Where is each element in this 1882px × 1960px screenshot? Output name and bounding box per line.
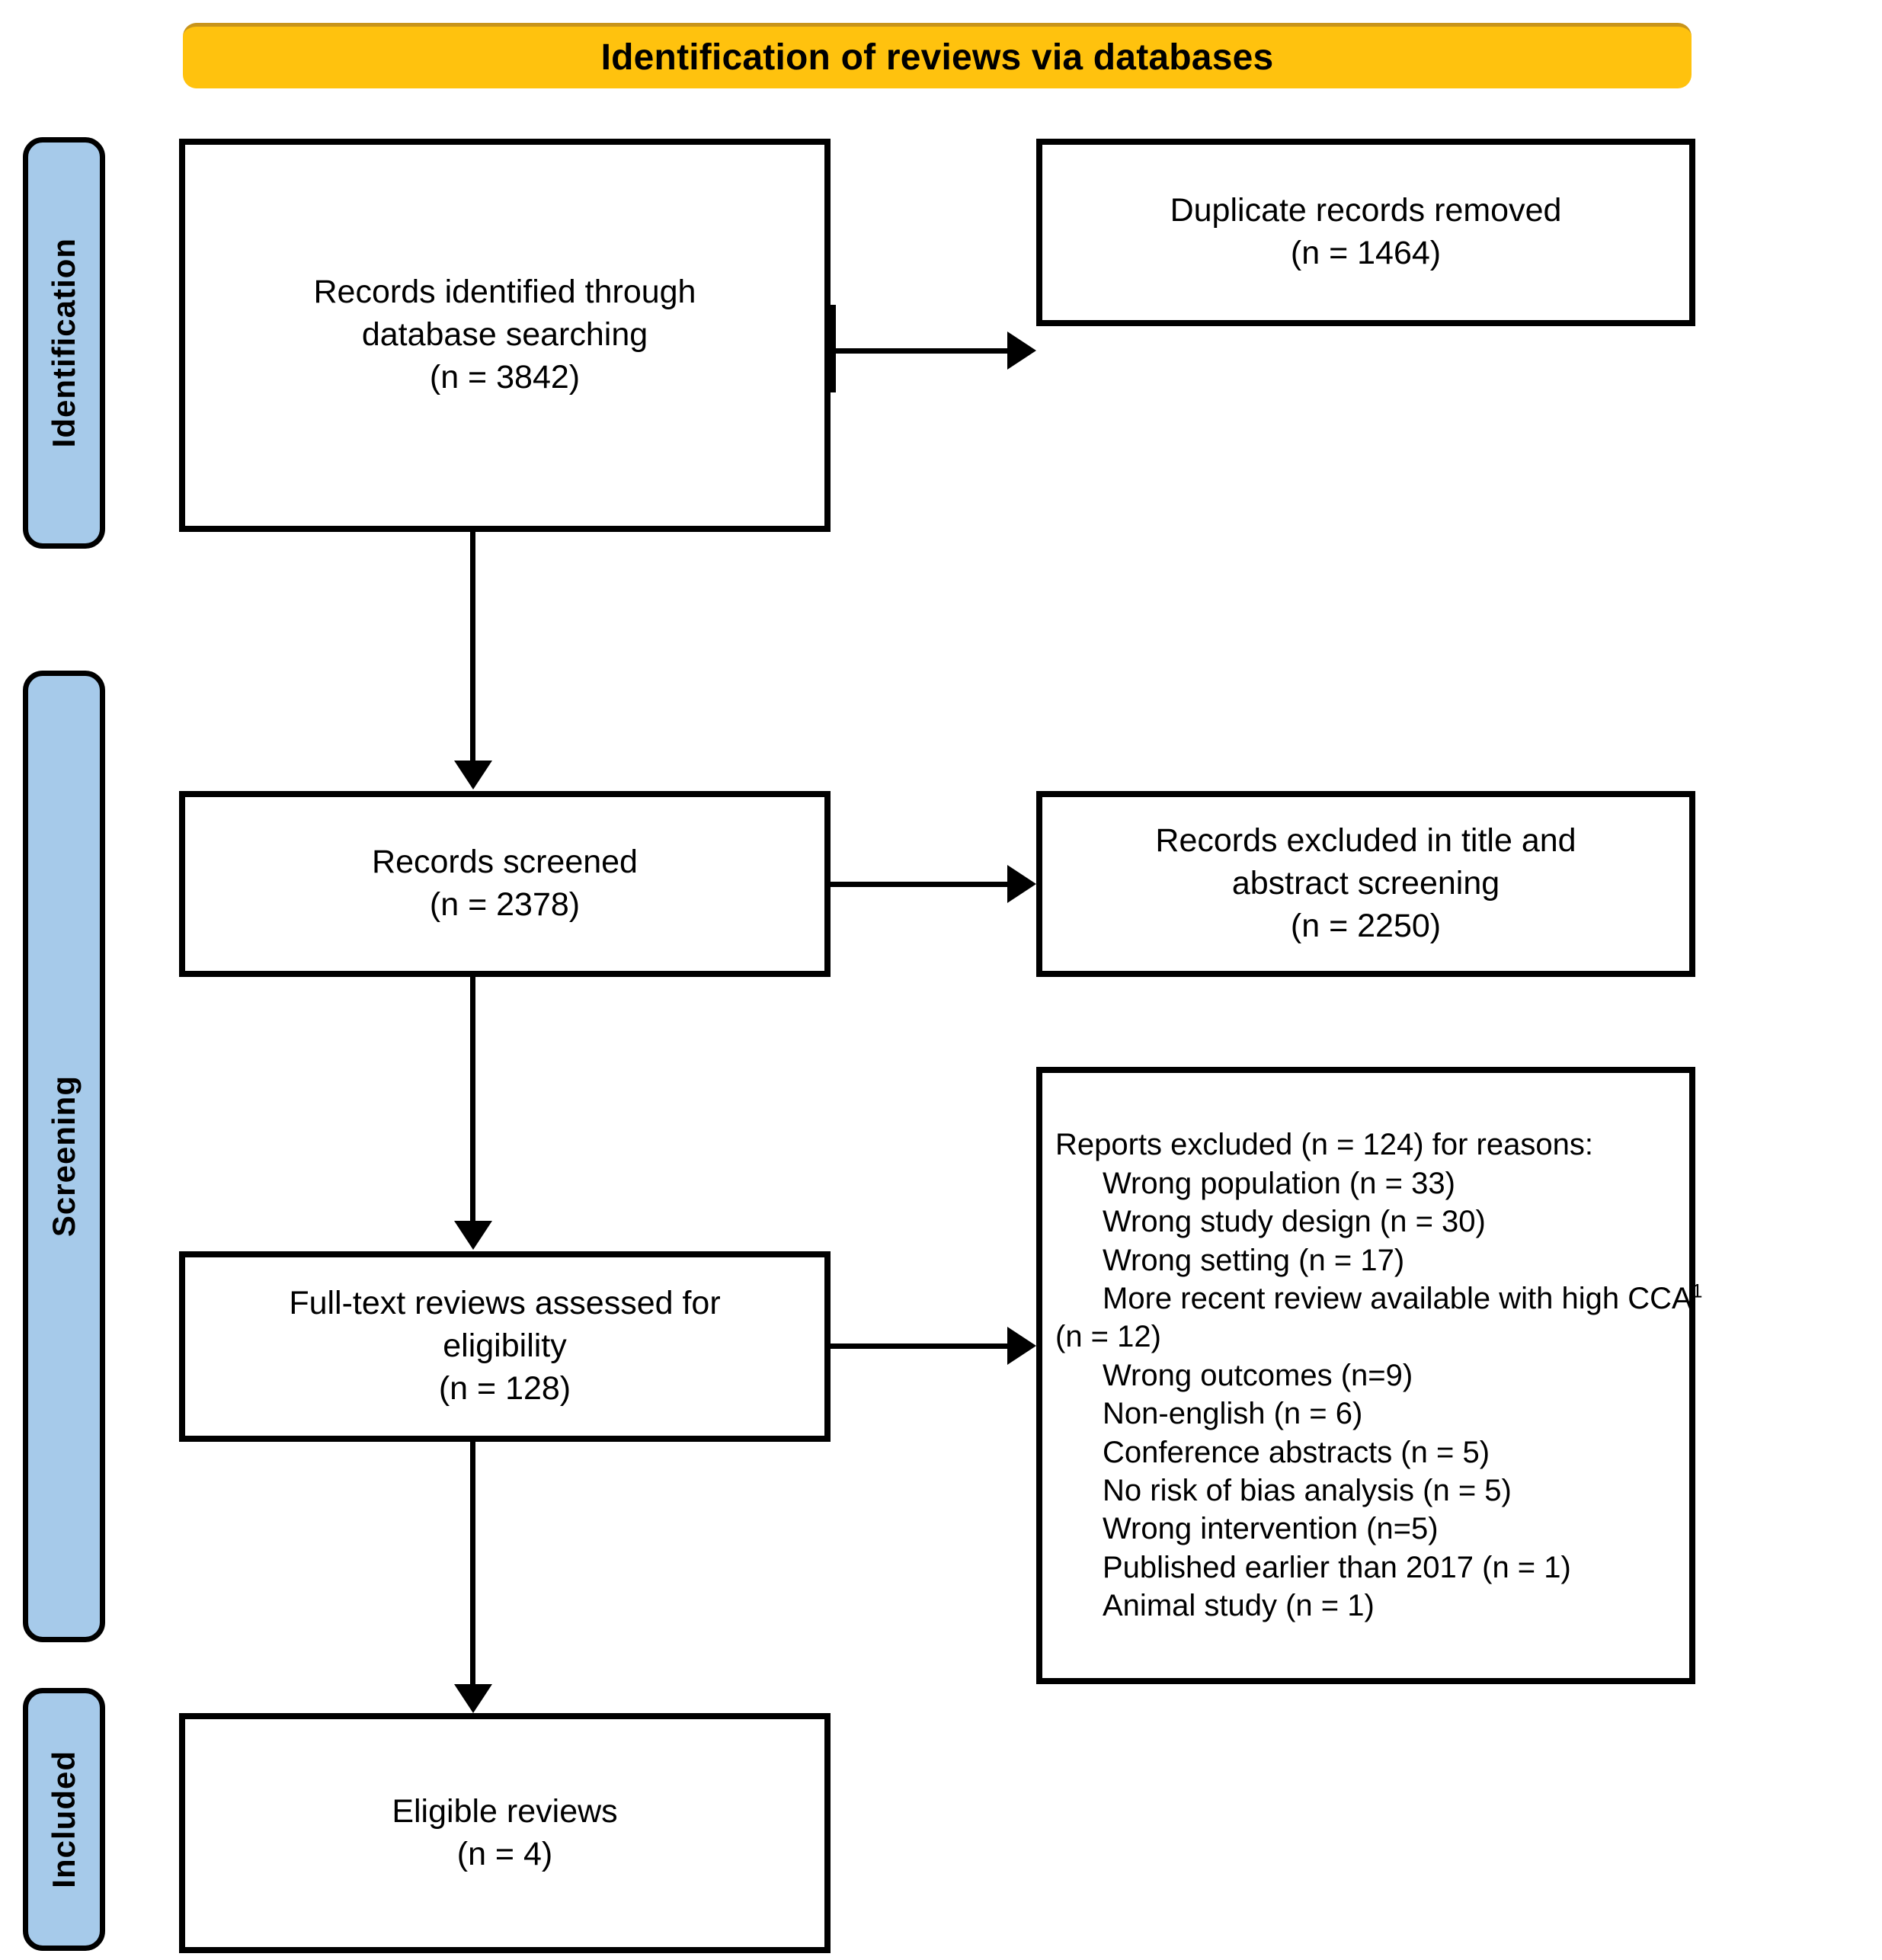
box-records-screened-text: Records screened (n = 2378)	[372, 844, 638, 923]
stage-label-identification: Identification	[23, 137, 105, 549]
reports-excluded-reason: Conference abstracts (n = 5)	[1103, 1435, 1490, 1469]
reports-excluded-reason: Wrong population (n = 33)	[1103, 1166, 1455, 1200]
connector-screened-to-fulltext	[470, 977, 475, 1221]
reports-excluded-reason: (n = 12)	[1055, 1320, 1161, 1354]
reports-excluded-heading: Reports excluded (n = 124) for reasons:	[1055, 1128, 1593, 1162]
stage-label-included: Included	[23, 1688, 105, 1951]
box-fulltext-assessed-text: Full-text reviews assessed for eligibili…	[289, 1285, 721, 1407]
box-records-excluded-title-abstract: Records excluded in title and abstract s…	[1036, 791, 1695, 977]
arrowhead-fulltext-to-reports-excluded	[1007, 1327, 1036, 1365]
arrowhead-identified-to-screened	[454, 761, 492, 789]
diagram-header-banner: Identification of reviews via databases	[183, 23, 1692, 88]
connector-identified-to-screened	[470, 532, 475, 761]
reports-excluded-reason: Non-english (n = 6)	[1103, 1397, 1363, 1431]
arrowhead-fulltext-to-eligible	[454, 1684, 492, 1713]
reports-excluded-reason: Wrong study design (n = 30)	[1103, 1205, 1486, 1239]
box-records-screened: Records screened (n = 2378)	[179, 791, 831, 977]
box-records-identified-text: Records identified through database sear…	[313, 274, 696, 396]
box-duplicate-records-removed-text: Duplicate records removed (n = 1464)	[1170, 192, 1562, 271]
connector-identified-to-duplicates	[831, 348, 1007, 354]
box-reports-excluded-text: Reports excluded (n = 124) for reasons: W…	[1029, 1126, 1702, 1625]
connector-identified-stub-vertical	[831, 305, 836, 392]
stage-label-identification-text: Identification	[46, 238, 82, 448]
reports-excluded-reason: Published earlier than 2017 (n = 1)	[1103, 1550, 1571, 1584]
box-eligible-reviews-text: Eligible reviews (n = 4)	[392, 1792, 618, 1872]
connector-screened-to-excluded-ta	[831, 882, 1007, 887]
arrowhead-screened-to-fulltext	[454, 1221, 492, 1250]
connector-fulltext-to-reports-excluded	[831, 1343, 1007, 1349]
reports-excluded-reason: Wrong setting (n = 17)	[1103, 1243, 1405, 1277]
arrowhead-identified-to-duplicates	[1007, 331, 1036, 370]
stage-label-screening-text: Screening	[46, 1075, 82, 1238]
reports-excluded-reason: Wrong outcomes (n=9)	[1103, 1358, 1413, 1392]
stage-label-included-text: Included	[46, 1750, 82, 1888]
arrowhead-screened-to-excluded-ta	[1007, 865, 1036, 903]
connector-fulltext-to-eligible	[470, 1442, 475, 1684]
reports-excluded-reason: Wrong intervention (n=5)	[1103, 1512, 1439, 1546]
box-fulltext-assessed: Full-text reviews assessed for eligibili…	[179, 1251, 831, 1442]
box-eligible-reviews: Eligible reviews (n = 4)	[179, 1713, 831, 1953]
box-records-identified: Records identified through database sear…	[179, 139, 831, 532]
reports-excluded-reason: More recent review available with high C…	[1103, 1281, 1703, 1316]
diagram-title: Identification of reviews via databases	[600, 37, 1274, 78]
box-duplicate-records-removed: Duplicate records removed (n = 1464)	[1036, 139, 1695, 326]
footnote-marker: 1	[1692, 1281, 1703, 1302]
box-reports-excluded: Reports excluded (n = 124) for reasons: W…	[1036, 1067, 1702, 1684]
reports-excluded-reason: No risk of bias analysis (n = 5)	[1103, 1473, 1512, 1507]
reports-excluded-reason: Animal study (n = 1)	[1103, 1589, 1375, 1623]
box-records-excluded-title-abstract-text: Records excluded in title and abstract s…	[1155, 822, 1576, 944]
stage-label-screening: Screening	[23, 671, 105, 1642]
